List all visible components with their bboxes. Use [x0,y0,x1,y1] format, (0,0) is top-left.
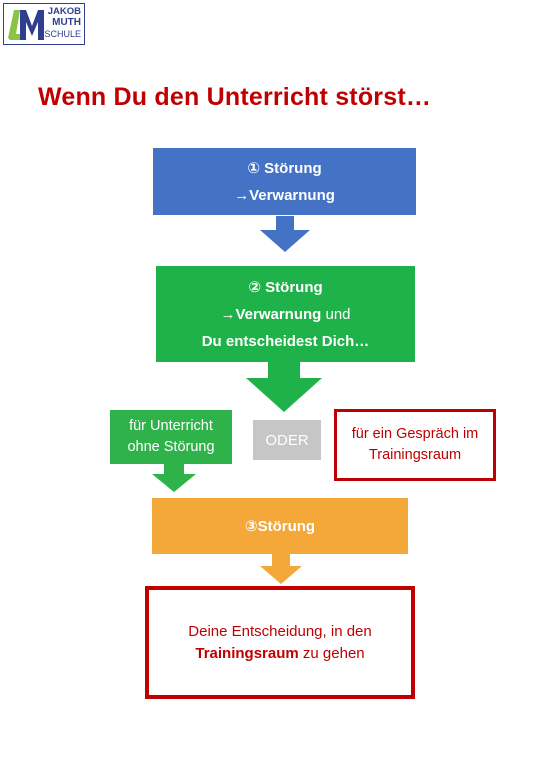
logo-icon [8,10,44,40]
step3-box: ③Störung [152,498,408,554]
result-line2: Trainingsraum zu gehen [195,643,364,665]
arrow-down-1 [260,216,310,252]
arrow-down-left [152,464,196,492]
choice-left-box: für Unterricht ohne Störung [110,410,232,464]
choice-right-line2: Trainingsraum [368,447,462,463]
result-box: Deine Entscheidung, in den Trainingsraum… [145,586,415,699]
logo-text-schule: SCHULE [44,29,81,39]
logo-text-muth: MUTH [52,17,81,28]
result-line2-bold: Trainingsraum [195,644,299,662]
step2-line1: ② Störung [248,278,323,296]
step2-line2-bold: →Verwarnung [220,305,322,323]
step1-line2: →Verwarnung [234,186,335,204]
step2-box: ② Störung →Verwarnung und Du entscheides… [156,266,415,362]
arrow-down-2 [246,362,322,412]
choice-left-line1: für Unterricht [129,418,213,434]
step1-line1: ① Störung [247,159,322,177]
choice-left-line2: ohne Störung [127,439,215,455]
choice-right-line1: für ein Gespräch im [351,426,479,442]
page-title: Wenn Du den Unterricht störst… [38,83,432,111]
step2-line3: Du entscheidest Dich… [201,332,370,350]
school-logo: JAKOB MUTH SCHULE [3,3,85,45]
step2-line2: →Verwarnung und [220,301,350,328]
arrow-down-3 [260,554,302,584]
choice-right-box: für ein Gespräch im Trainingsraum [334,409,496,481]
result-line2-rest: zu gehen [298,644,365,662]
step1-box: ① Störung →Verwarnung [153,148,416,215]
result-line1: Deine Entscheidung, in den [188,622,372,640]
choice-oder-label: ODER [265,431,309,449]
step3-line1: ③Störung [244,517,316,535]
logo-text-jakob: JAKOB [47,6,81,17]
choice-oder-box: ODER [253,420,321,460]
step2-line2-rest: und [321,305,351,323]
